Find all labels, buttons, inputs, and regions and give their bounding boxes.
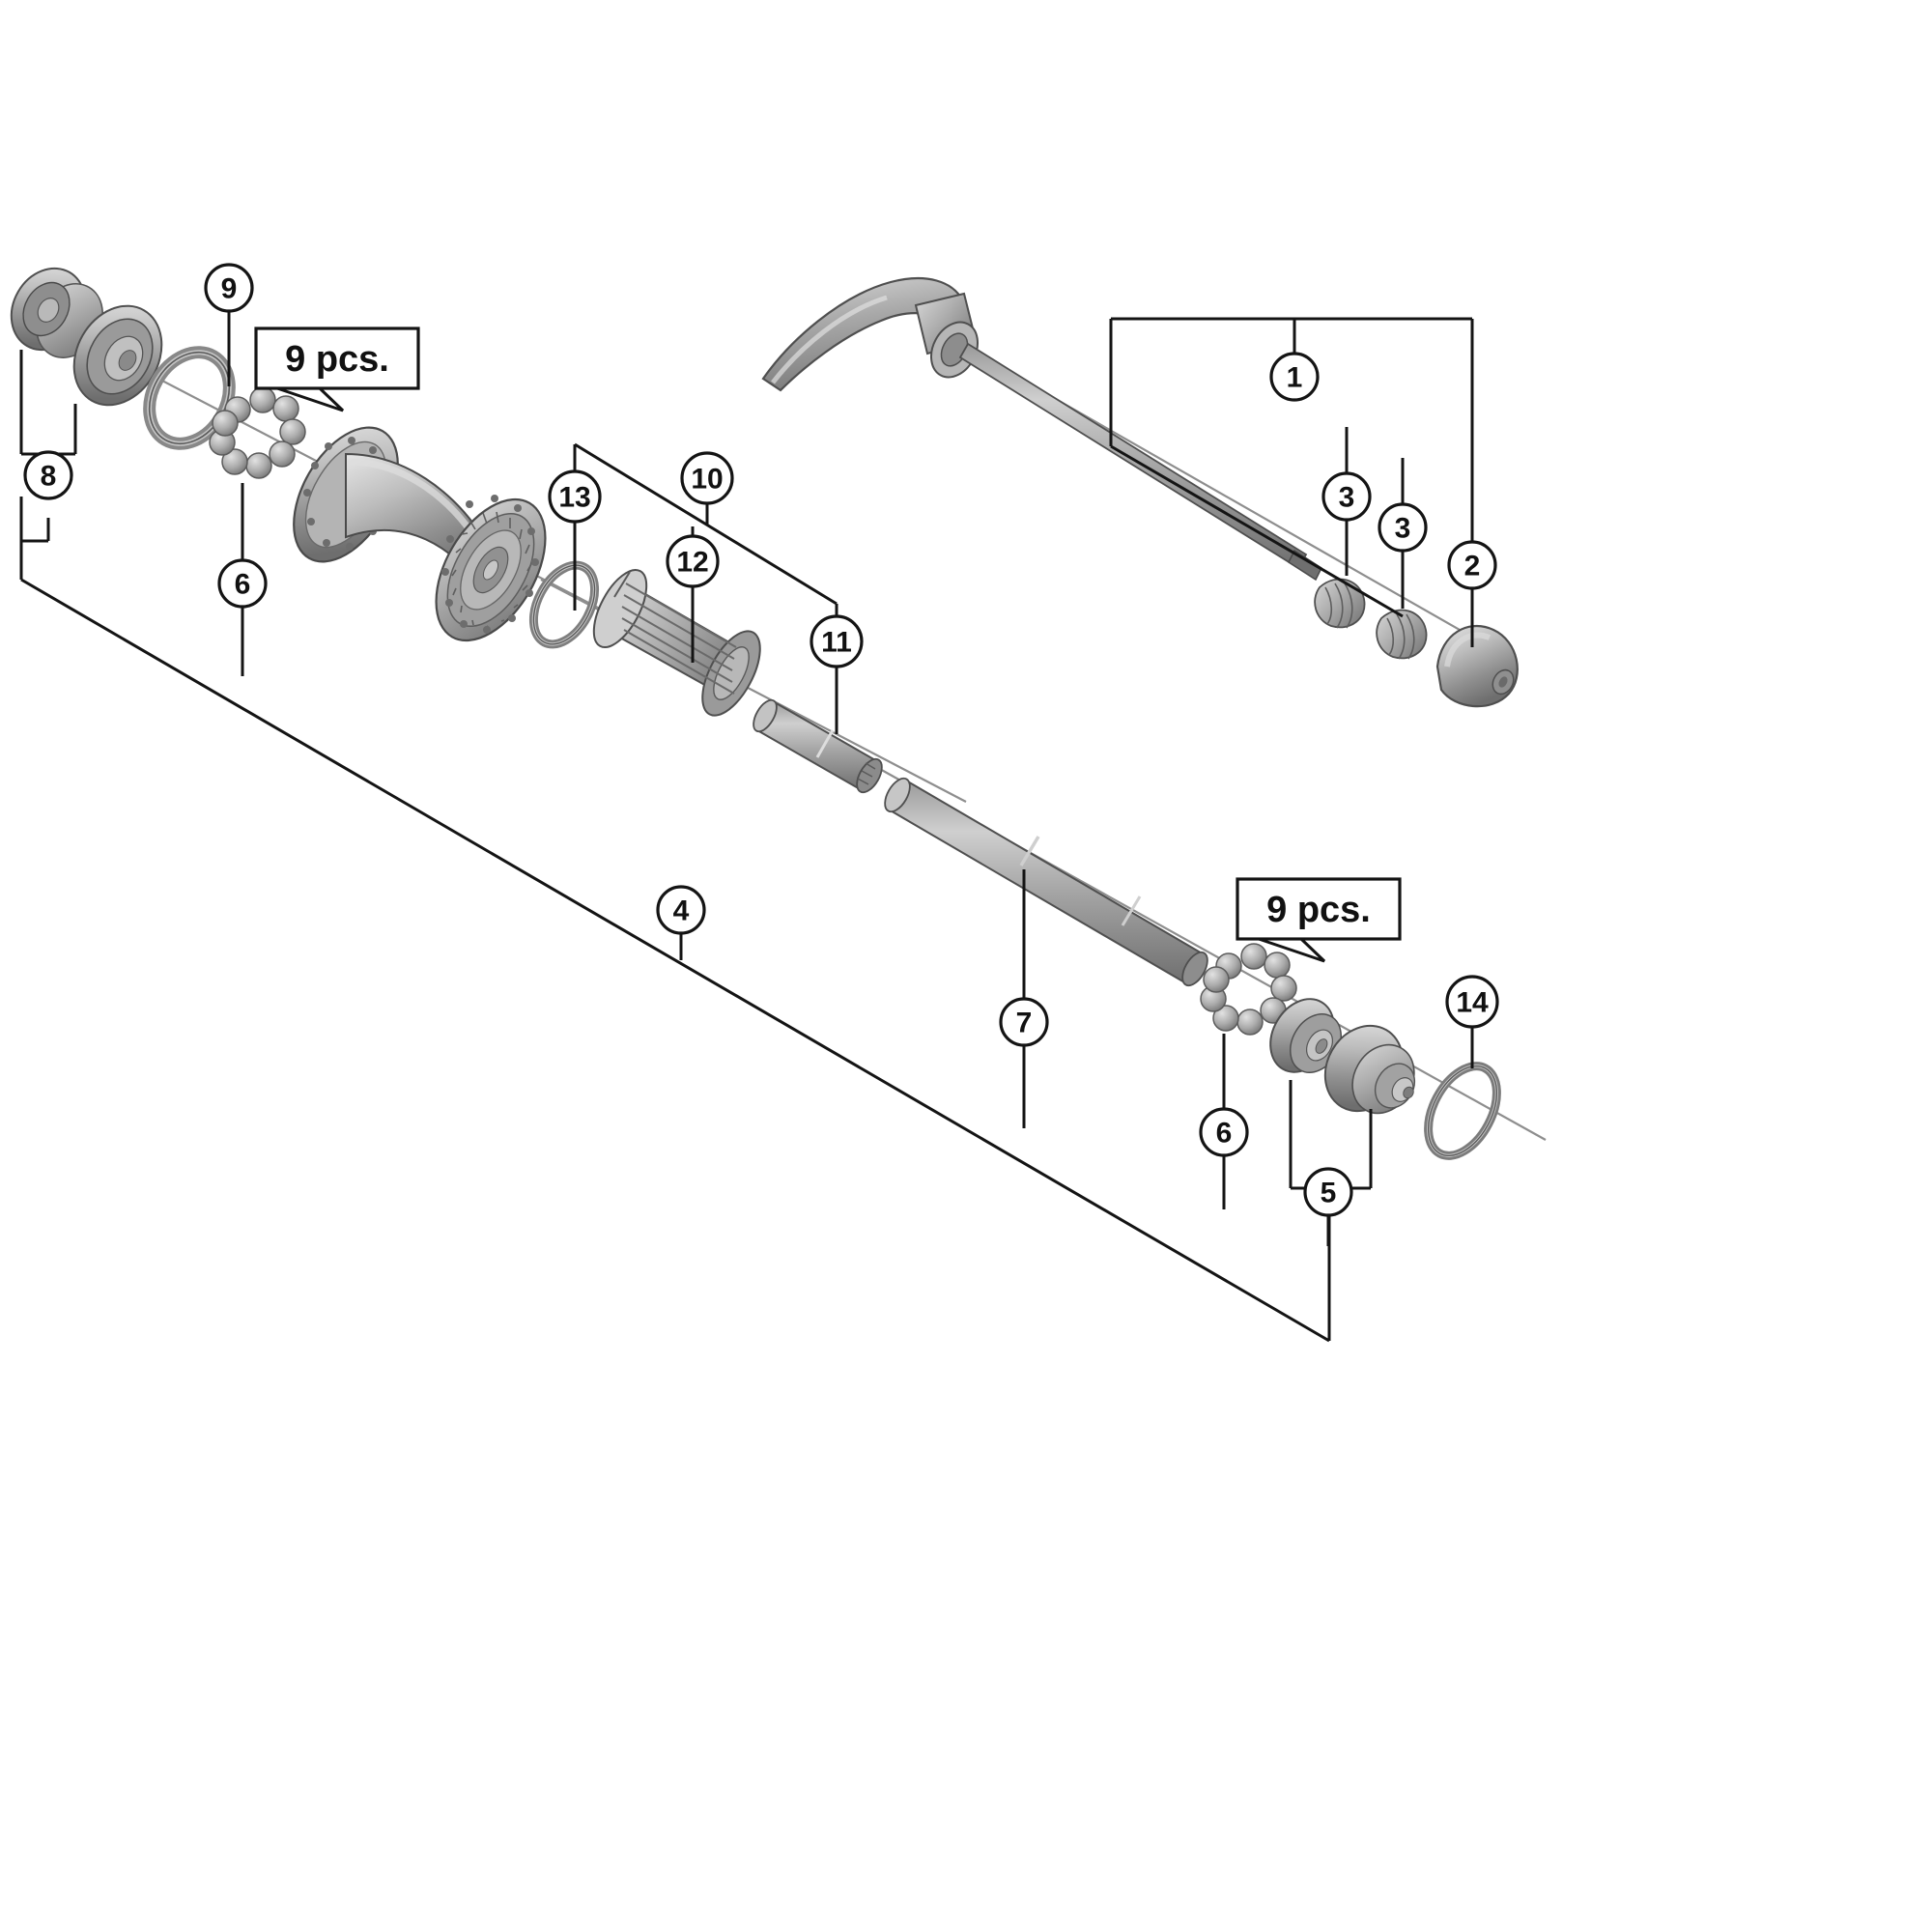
callout-number: 11 — [821, 627, 852, 659]
callout-number: 3 — [1395, 513, 1411, 545]
quick-release-adjust-nut — [1435, 624, 1519, 708]
callout-bubble[interactable] — [810, 614, 864, 668]
quick-release-lever — [761, 276, 979, 392]
callout-14-right-side-seal-ring[interactable]: 14 — [1445, 975, 1499, 1029]
callout-3-quick-release-spring-left[interactable]: 3 — [1321, 471, 1372, 522]
callout-number: 3 — [1339, 482, 1355, 514]
callout-bubble[interactable] — [204, 263, 254, 313]
right-seal-ring — [1424, 1062, 1501, 1160]
hub-shell-body — [293, 426, 547, 642]
callout-number: 6 — [235, 569, 251, 601]
callout-number: 5 — [1321, 1178, 1337, 1209]
right-cone — [1269, 998, 1342, 1073]
callout-number: 7 — [1016, 1008, 1033, 1039]
callout-10-freehub-body-assembly[interactable]: 10 — [680, 451, 734, 505]
pcs-annotation-pcs-right: 9 pcs. — [1236, 877, 1402, 963]
pcs-label-text: 9 pcs. — [285, 339, 389, 380]
pcs-label-text: 9 pcs. — [1266, 890, 1371, 930]
callout-bubble[interactable] — [999, 997, 1049, 1047]
callout-bubble[interactable] — [1321, 471, 1372, 522]
callout-number: 8 — [41, 461, 57, 493]
callout-9-dust-cap-seal-left[interactable]: 9 — [204, 263, 254, 313]
pcs-pointer — [276, 386, 345, 412]
callout-number: 13 — [558, 482, 590, 514]
freehub-body — [592, 569, 761, 717]
callout-number: 14 — [1456, 987, 1489, 1019]
callout-number: 12 — [676, 547, 708, 579]
callout-8-left-cone-and-locknut-unit[interactable]: 8 — [23, 450, 73, 500]
callout-bubble[interactable] — [1303, 1167, 1353, 1217]
quick-release-skewer-rod — [958, 342, 1322, 582]
pcs-box — [254, 327, 420, 390]
hub-axle-shaft — [884, 777, 1208, 987]
callout-number: 9 — [221, 273, 238, 305]
callout-4-hub-axle-complete-assembly[interactable]: 4 — [656, 885, 706, 935]
callout-5-right-cone-and-locknut-unit[interactable]: 5 — [1303, 1167, 1353, 1217]
leader-3 — [1110, 427, 1405, 618]
right-locknut — [1323, 1024, 1416, 1115]
callout-bubble[interactable] — [1445, 975, 1499, 1029]
quick-release-spring-b — [1376, 609, 1428, 660]
callout-number: 2 — [1464, 551, 1481, 582]
callout-bubble[interactable] — [656, 885, 706, 935]
leader-1 — [1109, 317, 1474, 541]
callout-6-ball-bearing-set-left[interactable]: 6 — [217, 558, 268, 609]
callout-bubble[interactable] — [1378, 502, 1428, 553]
callout-13-o-ring-seal[interactable]: 13 — [548, 469, 602, 524]
callout-1-quick-release-complete-assembly[interactable]: 1 — [1269, 352, 1320, 402]
pcs-annotation-pcs-left: 9 pcs. — [254, 327, 420, 412]
callout-bubble[interactable] — [548, 469, 602, 524]
callout-3-quick-release-spring-right[interactable]: 3 — [1378, 502, 1428, 553]
callout-bubble[interactable] — [217, 558, 268, 609]
pcs-pointer — [1258, 937, 1326, 963]
callout-bubble[interactable] — [1269, 352, 1320, 402]
left-ball-bearing-ring — [209, 386, 306, 479]
callout-bubble[interactable] — [1199, 1107, 1249, 1157]
callout-number: 10 — [691, 464, 723, 496]
callout-7-hub-axle-shaft[interactable]: 7 — [999, 997, 1049, 1047]
callout-bubble[interactable] — [1447, 540, 1497, 590]
callout-bubble[interactable] — [680, 451, 734, 505]
left-cone — [72, 304, 163, 407]
callout-number: 4 — [673, 895, 690, 927]
callout-11-freehub-inner-spacer-sleeve[interactable]: 11 — [810, 614, 864, 668]
o-ring-seal — [528, 560, 600, 649]
callout-number: 6 — [1216, 1118, 1233, 1150]
callout-bubble[interactable] — [23, 450, 73, 500]
callout-bubble[interactable] — [666, 534, 720, 588]
callout-6-ball-bearing-set-right[interactable]: 6 — [1199, 1107, 1249, 1157]
quick-release-spring-a — [1314, 578, 1366, 629]
callout-2-quick-release-adjusting-nut[interactable]: 2 — [1447, 540, 1497, 590]
freehub-inner-sleeve — [753, 698, 883, 794]
pcs-box — [1236, 877, 1402, 941]
callout-number: 1 — [1287, 362, 1303, 394]
callout-12-freehub-body[interactable]: 12 — [666, 534, 720, 588]
